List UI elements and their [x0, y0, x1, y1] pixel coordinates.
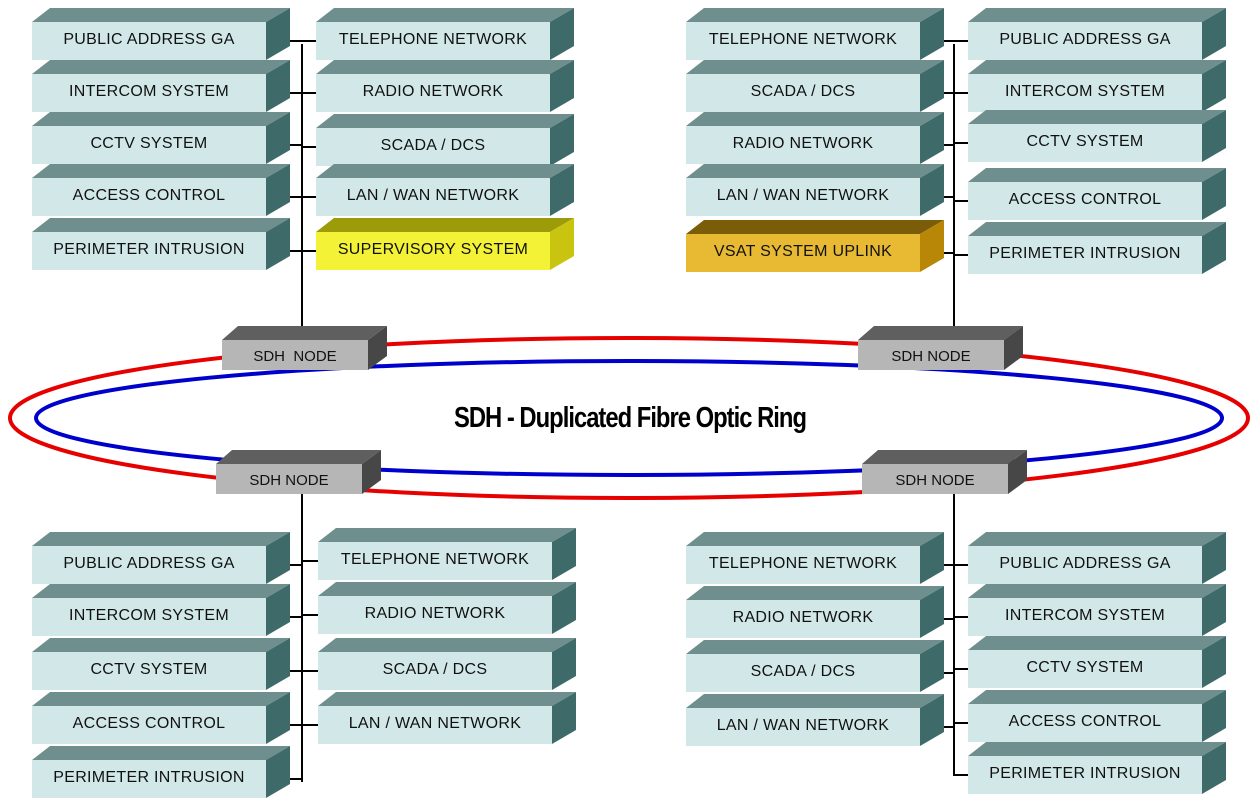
top-right-access-control-box-label: ACCESS CONTROL	[1008, 191, 1162, 208]
bottom-right-public-address-ga-box: PUBLIC ADDRESS GA	[968, 532, 1226, 584]
bottom-right-intercom-system-box-label: INTERCOM SYSTEM	[1004, 607, 1166, 624]
bottom-left-radio-network-box-label: RADIO NETWORK	[364, 605, 506, 622]
bottom-left-intercom-system-box: INTERCOM SYSTEM	[32, 584, 290, 636]
top-right-cctv-system-box: CCTV SYSTEM	[968, 110, 1226, 162]
sdh-node-bottom-right-label: SDH NODE	[895, 471, 975, 489]
ring-outer-red	[8, 336, 1250, 500]
top-left-cctv-system-box: CCTV SYSTEM	[32, 112, 290, 164]
sdh-node-top-left-label: SDH NODE	[253, 347, 337, 365]
top-left-public-address-ga-box-label: PUBLIC ADDRESS GA	[63, 31, 235, 48]
bottom-right-telephone-network-box: TELEPHONE NETWORK	[686, 532, 944, 584]
top-right-access-control-box: ACCESS CONTROL	[968, 168, 1226, 220]
top-left-scada-dcs-box-label: SCADA / DCS	[380, 137, 486, 154]
top-right-vsat-system-uplink-box: VSAT SYSTEM UPLINK	[686, 220, 944, 272]
bottom-right-lan-wan-network-box: LAN / WAN NETWORK	[686, 694, 944, 746]
bottom-left-intercom-system-box-label: INTERCOM SYSTEM	[68, 607, 230, 624]
bottom-right-perimeter-intrusion-box: PERIMETER INTRUSION	[968, 742, 1226, 794]
bottom-right-radio-network-box-label: RADIO NETWORK	[732, 609, 874, 626]
bottom-right-cctv-system-box-label: CCTV SYSTEM	[1026, 659, 1144, 676]
bottom-right-lan-wan-network-box-label: LAN / WAN NETWORK	[716, 717, 890, 734]
top-right-radio-network-box-label: RADIO NETWORK	[732, 135, 874, 152]
bottom-right-scada-dcs-box-label: SCADA / DCS	[750, 663, 856, 680]
bottom-right-telephone-network-box-label: TELEPHONE NETWORK	[708, 555, 898, 572]
top-right-telephone-network-box-label: TELEPHONE NETWORK	[708, 31, 898, 48]
bottom-left-lan-wan-network-box: LAN / WAN NETWORK	[318, 692, 576, 744]
bottom-right-cctv-system-box: CCTV SYSTEM	[968, 636, 1226, 688]
bottom-left-telephone-network-box: TELEPHONE NETWORK	[318, 528, 576, 580]
bottom-right-perimeter-intrusion-box-label: PERIMETER INTRUSION	[989, 765, 1181, 782]
top-right-lan-wan-network-box: LAN / WAN NETWORK	[686, 164, 944, 216]
top-left-cctv-system-box-label: CCTV SYSTEM	[90, 135, 208, 152]
bottom-left-perimeter-intrusion-box-label: PERIMETER INTRUSION	[53, 769, 245, 786]
top-right-public-address-ga-box-label: PUBLIC ADDRESS GA	[999, 31, 1171, 48]
bottom-right-scada-dcs-box: SCADA / DCS	[686, 640, 944, 692]
sdh-node-top-left: SDH NODE	[222, 326, 387, 374]
bottom-right-access-control-box: ACCESS CONTROL	[968, 690, 1226, 742]
ring-inner-blue	[34, 359, 1224, 477]
top-left-telephone-network-box: TELEPHONE NETWORK	[316, 8, 574, 60]
top-left-radio-network-box: RADIO NETWORK	[316, 60, 574, 112]
top-left-perimeter-intrusion-box-label: PERIMETER INTRUSION	[53, 241, 245, 258]
sdh-node-bottom-left-label: SDH NODE	[249, 471, 329, 489]
bottom-left-lan-wan-network-box-label: LAN / WAN NETWORK	[348, 715, 522, 732]
top-left-lan-wan-network-box: LAN / WAN NETWORK	[316, 164, 574, 216]
top-left-public-address-ga-box: PUBLIC ADDRESS GA	[32, 8, 290, 60]
sdh-node-bottom-right: SDH NODE	[862, 450, 1027, 498]
ring-title: SDH - Duplicated Fibre Optic Ring	[453, 402, 807, 434]
bottom-right-public-address-ga-box-label: PUBLIC ADDRESS GA	[999, 555, 1171, 572]
bottom-right-access-control-box-label: ACCESS CONTROL	[1008, 713, 1162, 730]
top-right-perimeter-intrusion-box: PERIMETER INTRUSION	[968, 222, 1226, 274]
top-right-perimeter-intrusion-box-label: PERIMETER INTRUSION	[989, 245, 1181, 262]
bottom-left-access-control-box-label: ACCESS CONTROL	[72, 715, 226, 732]
top-right-lan-wan-network-box-label: LAN / WAN NETWORK	[716, 187, 890, 204]
bottom-right-radio-network-box: RADIO NETWORK	[686, 586, 944, 638]
top-left-radio-network-box-label: RADIO NETWORK	[362, 83, 504, 100]
top-left-perimeter-intrusion-box: PERIMETER INTRUSION	[32, 218, 290, 270]
bottom-left-public-address-ga-box-label: PUBLIC ADDRESS GA	[63, 555, 235, 572]
top-left-access-control-box-label: ACCESS CONTROL	[72, 187, 226, 204]
bottom-left-scada-dcs-box-label: SCADA / DCS	[382, 661, 488, 678]
bottom-right-intercom-system-box: INTERCOM SYSTEM	[968, 584, 1226, 636]
top-right-public-address-ga-box: PUBLIC ADDRESS GA	[968, 8, 1226, 60]
top-left-access-control-box: ACCESS CONTROL	[32, 164, 290, 216]
bottom-left-cctv-system-box-label: CCTV SYSTEM	[90, 661, 208, 678]
sdh-node-bottom-left: SDH NODE	[216, 450, 381, 498]
top-left-supervisory-system-box-label: SUPERVISORY SYSTEM	[337, 241, 529, 258]
top-right-cctv-system-box-label: CCTV SYSTEM	[1026, 133, 1144, 150]
top-right-telephone-network-box: TELEPHONE NETWORK	[686, 8, 944, 60]
top-left-supervisory-system-box: SUPERVISORY SYSTEM	[316, 218, 574, 270]
top-left-telephone-network-box-label: TELEPHONE NETWORK	[338, 31, 528, 48]
top-right-intercom-system-box: INTERCOM SYSTEM	[968, 60, 1226, 112]
top-left-intercom-system-box-label: INTERCOM SYSTEM	[68, 83, 230, 100]
bottom-left-public-address-ga-box: PUBLIC ADDRESS GA	[32, 532, 290, 584]
bottom-left-perimeter-intrusion-box: PERIMETER INTRUSION	[32, 746, 290, 798]
bottom-left-telephone-network-box-label: TELEPHONE NETWORK	[340, 551, 530, 568]
top-right-vsat-system-uplink-box-label: VSAT SYSTEM UPLINK	[713, 243, 893, 260]
bottom-left-scada-dcs-box: SCADA / DCS	[318, 638, 576, 690]
top-left-lan-wan-network-box-label: LAN / WAN NETWORK	[346, 187, 520, 204]
top-right-intercom-system-box-label: INTERCOM SYSTEM	[1004, 83, 1166, 100]
bottom-left-cctv-system-box: CCTV SYSTEM	[32, 638, 290, 690]
top-right-radio-network-box: RADIO NETWORK	[686, 112, 944, 164]
top-left-intercom-system-box: INTERCOM SYSTEM	[32, 60, 290, 112]
top-left-scada-dcs-box: SCADA / DCS	[316, 114, 574, 166]
sdh-node-top-right: SDH NODE	[858, 326, 1023, 374]
bottom-left-radio-network-box: RADIO NETWORK	[318, 582, 576, 634]
top-right-scada-dcs-box: SCADA / DCS	[686, 60, 944, 112]
bottom-left-access-control-box: ACCESS CONTROL	[32, 692, 290, 744]
top-right-scada-dcs-box-label: SCADA / DCS	[750, 83, 856, 100]
sdh-node-top-right-label: SDH NODE	[891, 347, 971, 365]
